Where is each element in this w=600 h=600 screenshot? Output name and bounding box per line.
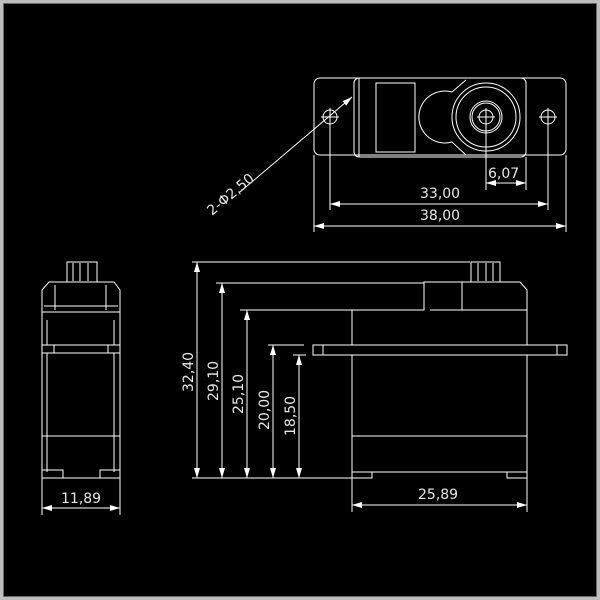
side-flange	[312, 344, 568, 356]
dim-flange-top: 20,00	[257, 390, 273, 430]
dim-shaft-offset: 6,07	[488, 166, 519, 182]
dim-hole-pitch: 33,00	[420, 186, 460, 202]
hole-callout: 2-Φ2,50	[204, 171, 257, 219]
dim-flange-length: 38,00	[420, 208, 460, 224]
case-upper	[351, 281, 528, 345]
dim-width: 11,89	[61, 491, 101, 507]
side-view: 25,89 32,40 29,10 25,10 20,00 18,50	[181, 261, 568, 512]
label-area	[375, 82, 416, 153]
dim-flange-bottom: 18,50	[283, 396, 299, 436]
dim-total-height: 32,40	[181, 352, 197, 392]
front-case	[41, 281, 121, 479]
front-view: 11,89	[41, 261, 121, 515]
top-view: 6,07 33,00 38,00 2-Φ2,50	[204, 77, 567, 232]
dim-body-length: 25,89	[418, 487, 458, 503]
dim-step: 25,10	[231, 374, 247, 414]
case-lower	[351, 354, 528, 473]
servo-case-top	[353, 77, 527, 158]
mounting-flange	[313, 77, 567, 156]
output-shaft	[66, 261, 98, 283]
dim-case-top: 29,10	[206, 361, 222, 401]
gear-lobe	[418, 79, 467, 156]
